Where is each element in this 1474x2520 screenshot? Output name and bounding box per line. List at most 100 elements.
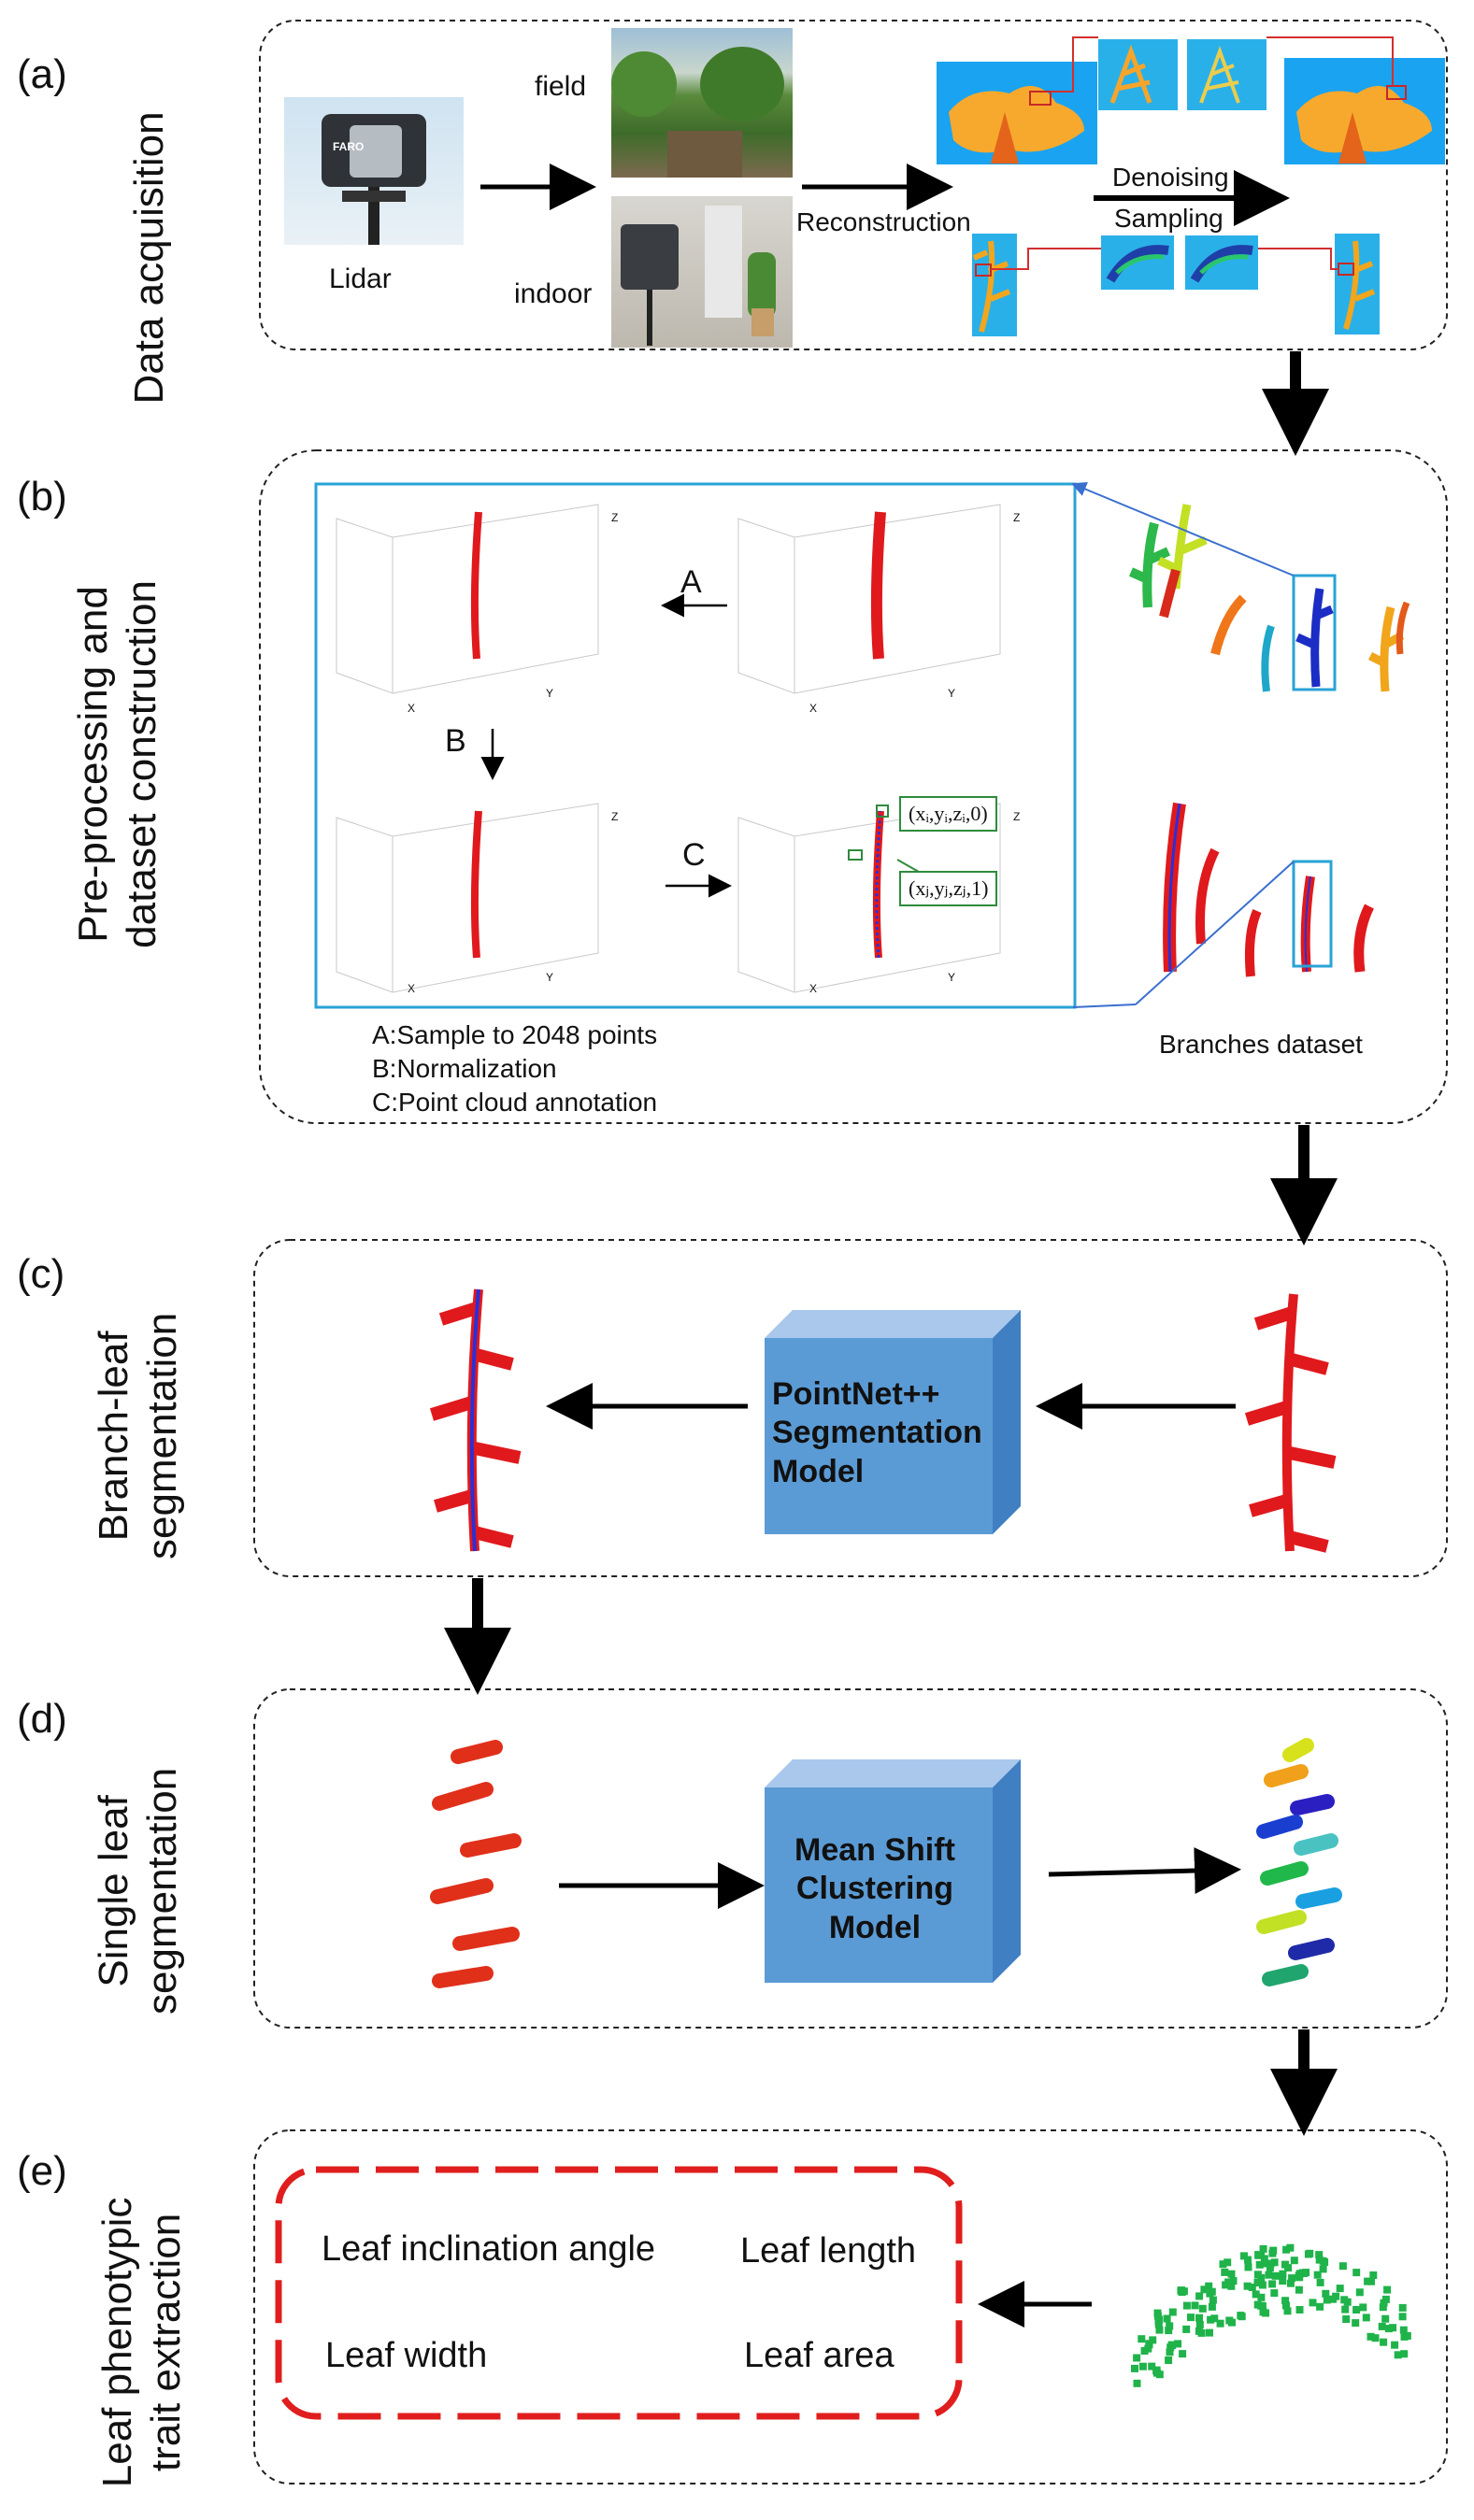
legend-step-a: A:Sample to 2048 points: [372, 1020, 658, 1049]
leaf-point: [1155, 2326, 1164, 2334]
leaf-point: [1228, 2318, 1236, 2327]
leaf-point: [1205, 2282, 1213, 2290]
leaf-point-annotation: (xᵢ,yᵢ,zᵢ,0): [899, 796, 997, 832]
leaf-point: [1163, 2314, 1171, 2323]
model-box-c: [765, 1310, 1021, 1534]
leaf-point: [1268, 2280, 1277, 2288]
leaf-point: [1391, 2341, 1399, 2349]
leaf-point: [1237, 2312, 1245, 2320]
panel-b-title-line1: Pre-processing and: [70, 586, 117, 943]
leaf-point: [1279, 2277, 1287, 2285]
indoor-photo: [611, 196, 793, 348]
leaf-point: [1369, 2271, 1378, 2279]
leaf-point: [1140, 2347, 1149, 2355]
leaf-point: [1244, 2263, 1252, 2271]
leaf-point: [1279, 2270, 1287, 2278]
axis-z-label-1: Z: [611, 511, 619, 524]
step-c-label: C: [682, 837, 706, 873]
leaf-point: [1260, 2255, 1268, 2263]
leaf-point: [1257, 2293, 1266, 2301]
leaf-point: [1254, 2251, 1263, 2259]
leaf-point: [1262, 2309, 1270, 2317]
axis-x-label-3: X: [408, 982, 416, 995]
leaf-point: [1319, 2265, 1327, 2273]
leaf-point: [1322, 2289, 1330, 2298]
leaf-point: [1281, 2260, 1289, 2269]
tree-cloud-denoised: [1284, 58, 1445, 164]
leaf-point: [1352, 2319, 1360, 2328]
input-leaves-d: [430, 1740, 522, 1988]
leaf-point: [1270, 2289, 1279, 2298]
axis-z-label-3: Z: [611, 810, 619, 823]
leaf-point: [1295, 2273, 1304, 2282]
branch-cloud-sampled: [1335, 234, 1380, 335]
leaf-point: [1195, 2327, 1203, 2335]
trait-leaf-width: Leaf width: [325, 2336, 488, 2375]
leaf-point: [1195, 2314, 1203, 2322]
leaf-point: [1208, 2302, 1216, 2311]
leaf-point: [1355, 2288, 1364, 2297]
leaf-point: [1380, 2338, 1388, 2346]
leaf-point: [1200, 2285, 1209, 2294]
legend-step-b: B:Normalization: [372, 1054, 557, 1083]
leaf-point: [1255, 2260, 1264, 2269]
leaf-point: [1383, 2285, 1392, 2294]
leaf-point: [1265, 2271, 1273, 2279]
panel-d-title: Single leaf segmentation: [90, 1751, 187, 2031]
leaf-point: [1266, 2259, 1275, 2268]
brand-logo: FARO: [333, 140, 365, 153]
highlight-box-colored: [1292, 574, 1337, 691]
leaf-point: [1252, 2290, 1260, 2299]
leaf-point: [1400, 2332, 1409, 2341]
leaf-point: [1352, 2269, 1361, 2277]
leaf-point: [1138, 2362, 1147, 2371]
panel-c-title: Branch-leaf segmentation: [90, 1296, 187, 1576]
axis-x-label-2: X: [809, 702, 818, 715]
branch-clouds: [470, 511, 886, 959]
panel-e-letter: (e): [17, 2148, 67, 2194]
leaf-point: [1286, 2279, 1295, 2287]
step-a-label: A: [680, 564, 702, 600]
leaf-point: [1240, 2252, 1248, 2260]
leaf-point: [1187, 2314, 1195, 2322]
leaf-point: [1338, 2262, 1347, 2271]
leaf-point: [1221, 2268, 1229, 2276]
leaf-point: [1316, 2302, 1324, 2311]
leaf-point: [1316, 2278, 1324, 2286]
leaf-point: [1340, 2296, 1349, 2304]
leaf-point: [1282, 2301, 1290, 2310]
pointnet-model-line3: Model: [772, 1453, 865, 1489]
plots-frame: [314, 482, 1077, 1009]
panel-e-title-line1: Leaf phenotypic: [94, 2197, 141, 2488]
step-b-label: B: [445, 723, 466, 759]
leaf-point: [1224, 2278, 1233, 2286]
panel-c-letter: (c): [17, 1251, 65, 1297]
leaf-point: [1155, 2315, 1164, 2324]
annotated-branch-cluster: [1163, 802, 1374, 977]
leaf-point: [1341, 2305, 1350, 2314]
axis-y-label-4: Y: [948, 971, 956, 984]
leaf-point: [1174, 2340, 1182, 2348]
leaf-point: [1400, 2350, 1409, 2358]
leaf-point: [1259, 2244, 1267, 2253]
leaf-point: [1179, 2350, 1187, 2358]
leaf-point: [1398, 2313, 1407, 2321]
panel-d-frame: [253, 1688, 1448, 2029]
leaf-point: [1227, 2282, 1236, 2290]
panel-d-title-line2: segmentation: [139, 1767, 185, 2015]
leaf-point: [1148, 2362, 1156, 2371]
leaf-point: [1378, 2322, 1386, 2330]
leaf-point: [1321, 2258, 1329, 2266]
leaf-point: [1384, 2325, 1393, 2333]
leaf-point: [1332, 2292, 1340, 2300]
leaf-point: [1399, 2326, 1408, 2334]
reconstruction-label: Reconstruction: [796, 207, 971, 236]
leaf-point: [1248, 2284, 1256, 2291]
clustered-leaves-d: [1256, 1738, 1342, 1986]
leaf-point: [1178, 2286, 1186, 2295]
leaf-point: [1288, 2274, 1296, 2283]
leaf-point: [1210, 2314, 1219, 2323]
leaf-point: [1295, 2306, 1304, 2314]
leaf-point: [1195, 2321, 1204, 2328]
leaf-point: [1364, 2277, 1372, 2285]
